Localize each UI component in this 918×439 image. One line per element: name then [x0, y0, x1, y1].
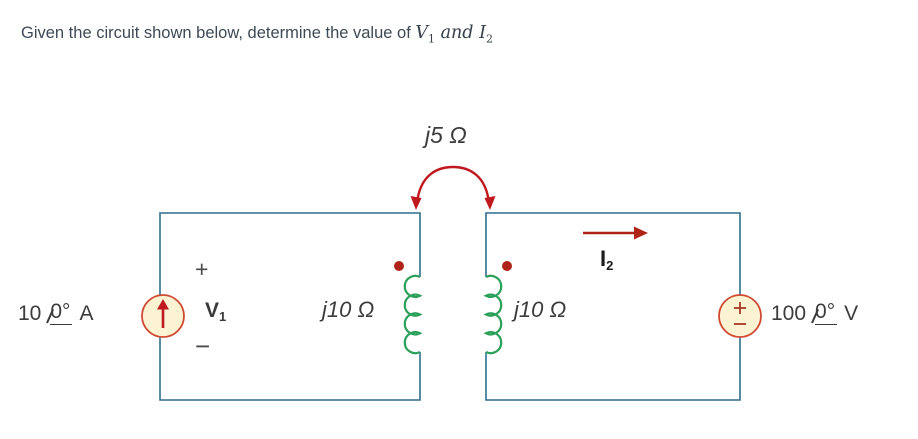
problem-statement: Given the circuit shown below, determine…	[21, 23, 493, 46]
current-angle: 0°	[50, 300, 73, 326]
right-inductor-label: j10 Ω	[514, 297, 567, 322]
coupling-arc	[415, 165, 491, 204]
i2-subscript: 2	[486, 32, 493, 46]
current-source	[141, 294, 185, 338]
v1-minus-sign: −	[195, 331, 211, 361]
current-magnitude: 10	[18, 302, 42, 325]
mutual-coupling-arrow	[410, 165, 496, 210]
left-loop-wire	[159, 212, 421, 401]
plus-icon	[734, 302, 746, 314]
i2-sub: 2	[606, 258, 614, 273]
left-inductor-coil	[403, 274, 423, 355]
voltage-magnitude: 100	[771, 302, 807, 325]
v1-label: V1	[205, 299, 226, 324]
right-coil-dot	[502, 261, 512, 271]
current-source-label: 10 0° A	[18, 300, 94, 326]
current-unit: A	[79, 302, 94, 325]
mutual-inductance-label: j5 Ω	[425, 122, 467, 148]
i2-label: I2	[600, 246, 613, 273]
v1-base: V	[205, 299, 220, 322]
wires	[159, 212, 741, 401]
coupling-arrowhead-right	[484, 196, 496, 210]
v1-plus-sign: +	[195, 256, 209, 282]
and-word: and	[435, 23, 480, 43]
voltage-unit: V	[844, 302, 859, 325]
left-coil-dot	[394, 261, 404, 271]
v1-subscript: 1	[428, 32, 436, 46]
i2-direction-arrow	[583, 226, 648, 240]
current-source-arrowhead	[157, 299, 169, 310]
v1-sub: 1	[219, 309, 227, 324]
left-inductor-label: j10 Ω	[322, 297, 375, 322]
i2-symbol: I	[479, 23, 486, 43]
voltage-source-circle	[718, 294, 762, 338]
voltage-source-label: 100 0° V	[771, 300, 859, 326]
voltage-angle: 0°	[815, 300, 838, 326]
math-expression: V1 and I2	[415, 23, 493, 46]
voltage-source	[718, 294, 762, 338]
coupling-arrowhead-left	[410, 196, 422, 210]
right-inductor-coil	[483, 274, 503, 355]
i2-arrowhead	[634, 226, 648, 240]
i2-base: I	[600, 246, 607, 271]
problem-text: Given the circuit shown below, determine…	[21, 24, 416, 42]
v1-symbol: V	[415, 23, 429, 43]
